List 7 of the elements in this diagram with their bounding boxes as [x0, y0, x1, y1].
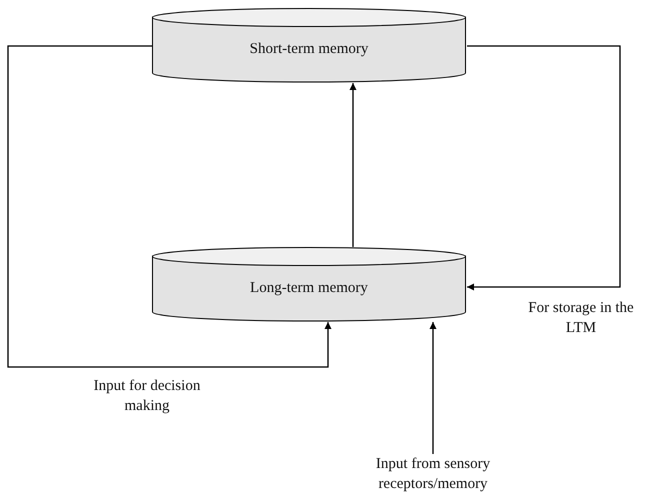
node-label: Short-term memory [248, 40, 370, 59]
node-label: Long-term memory [249, 279, 369, 298]
arrow [467, 45, 621, 290]
arrow [350, 83, 356, 247]
arrow [430, 322, 436, 454]
arrow [7, 45, 332, 368]
input-label: Input from sensory receptors/memory [374, 455, 492, 494]
